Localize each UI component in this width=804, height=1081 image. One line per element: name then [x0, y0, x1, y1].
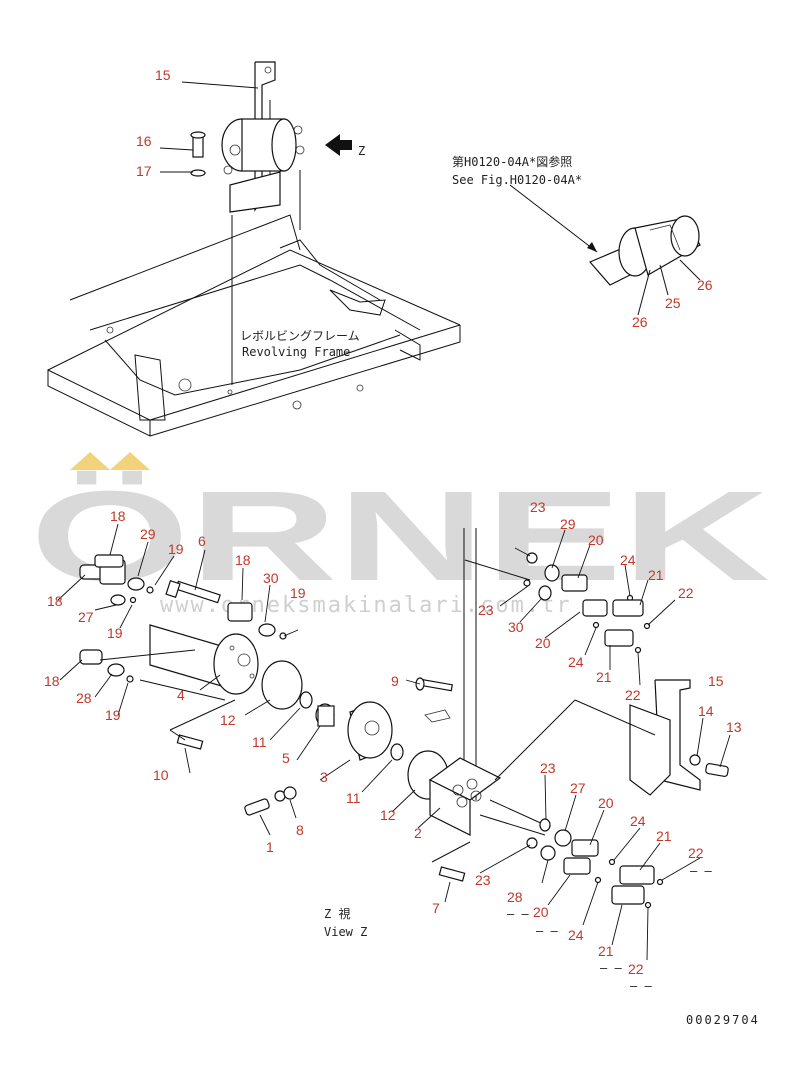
leader-lines [57, 81, 731, 961]
dash-mark: – – [536, 924, 558, 938]
label-22: 22 [625, 687, 641, 703]
label-24: 24 [630, 813, 646, 829]
label-21: 21 [596, 669, 612, 685]
label-25: 25 [665, 295, 681, 311]
label-24: 24 [620, 552, 636, 568]
label-7: 7 [432, 900, 440, 916]
label-11: 11 [346, 790, 361, 806]
watermark-dot-right [110, 452, 150, 470]
label-26: 26 [697, 277, 713, 293]
label-27: 27 [570, 780, 586, 796]
view-en: View Z [324, 925, 367, 939]
view-jp: Z 視 [324, 906, 350, 921]
label-19: 19 [290, 585, 306, 601]
label-6: 6 [198, 533, 206, 549]
label-9: 9 [391, 673, 399, 689]
label-29: 29 [140, 526, 156, 542]
label-11: 11 [252, 734, 267, 750]
dash-mark: – – [690, 864, 712, 878]
frame-en: Revolving Frame [242, 345, 350, 359]
label-10: 10 [153, 767, 169, 783]
label-3: 3 [320, 769, 328, 785]
label-28: 28 [76, 690, 92, 706]
label-21: 21 [656, 828, 672, 844]
watermark-dot-left [70, 452, 110, 470]
label-8: 8 [296, 822, 304, 838]
label-17: 17 [136, 163, 152, 179]
label-12: 12 [220, 712, 236, 728]
view-z-arrow [325, 134, 352, 156]
frame-jp: レボルビングフレーム [240, 329, 360, 343]
revolving-frame [47, 100, 461, 437]
label-2: 2 [414, 825, 422, 841]
label-30: 30 [263, 570, 279, 586]
label-29: 29 [560, 516, 576, 532]
label-19: 19 [105, 707, 121, 723]
arrow-z-label: Z [358, 144, 365, 158]
label-22: 22 [688, 845, 704, 861]
label-5: 5 [282, 750, 290, 766]
dash-mark: – – [630, 979, 652, 993]
drawing-number: 00029704 [686, 1013, 760, 1027]
label-22: 22 [678, 585, 694, 601]
notes: 第H0120-04A*図参照 See Fig.H0120-04A* レボルビング… [240, 144, 760, 1027]
see-fig-en: See Fig.H0120-04A* [452, 173, 582, 187]
label-23: 23 [540, 760, 556, 776]
label-24: 24 [568, 654, 584, 670]
label-26: 26 [632, 314, 648, 330]
label-15: 15 [155, 67, 171, 83]
label-4: 4 [177, 687, 185, 703]
label-12: 12 [380, 807, 396, 823]
label-30: 30 [508, 619, 524, 635]
label-19: 19 [107, 625, 123, 641]
label-24: 24 [568, 927, 584, 943]
label-20: 20 [535, 635, 551, 651]
dash-mark: – – [507, 907, 529, 921]
label-15: 15 [708, 673, 724, 689]
left-fittings [79, 554, 449, 816]
label-28: 28 [507, 889, 523, 905]
label-13: 13 [726, 719, 742, 735]
right-inset-part [509, 184, 701, 316]
label-18: 18 [44, 673, 60, 689]
label-18: 18 [110, 508, 126, 524]
watermark-site: www.orneksmakinalari.com.tr [160, 593, 572, 618]
label-20: 20 [533, 904, 549, 920]
top-valve-assembly [190, 61, 352, 385]
label-23: 23 [530, 499, 546, 515]
dash-mark: – – [600, 961, 622, 975]
label-19: 19 [168, 541, 184, 557]
label-20: 20 [598, 795, 614, 811]
label-21: 21 [598, 943, 614, 959]
label-23: 23 [478, 602, 494, 618]
label-22: 22 [628, 961, 644, 977]
label-18: 18 [235, 552, 251, 568]
label-27: 27 [78, 609, 94, 625]
label-14: 14 [698, 703, 714, 719]
label-20: 20 [588, 532, 604, 548]
label-1: 1 [266, 839, 274, 855]
see-fig-jp: 第H0120-04A*図参照 [452, 154, 572, 169]
label-23: 23 [475, 872, 491, 888]
label-16: 16 [136, 133, 152, 149]
part-labels: 15 16 17 26 25 26 18 29 19 6 18 18 30 19… [44, 67, 742, 977]
right-assembly [415, 528, 729, 909]
label-18: 18 [47, 593, 63, 609]
label-21: 21 [648, 567, 664, 583]
